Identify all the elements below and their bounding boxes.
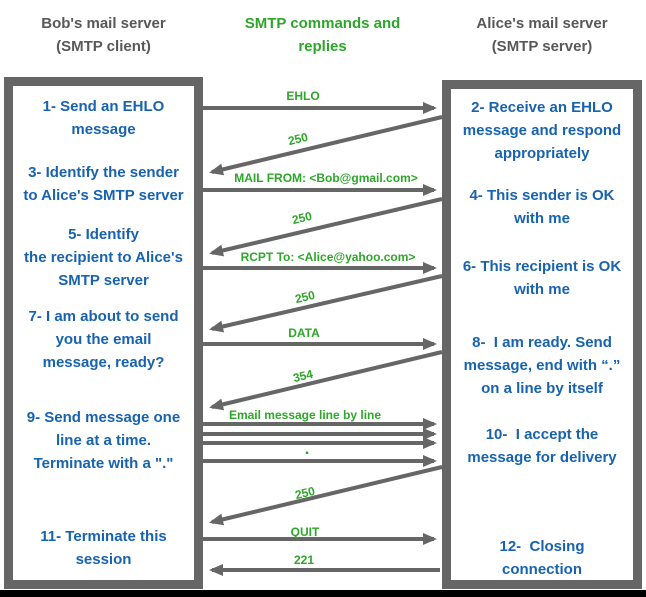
server-step-4: 4- This sender is OK with me: [469, 187, 615, 227]
server-step-12: 12- Closing connection: [499, 538, 585, 578]
label-reply-221: 221: [293, 553, 315, 567]
client-server-box: 1- Send an EHLO message 3- Identify the …: [4, 77, 203, 589]
label-rcpt-to: RCPT To: <Alice@yahoo.com>: [240, 250, 416, 264]
arrow-reply-250-3: [209, 274, 443, 333]
client-step-11: 11- Terminate this session: [40, 528, 167, 568]
client-step-5: 5- Identify the recipient to Alice's SMT…: [24, 226, 183, 289]
arrow-reply-250-4: [209, 465, 443, 526]
client-step-3: 3- Identify the sender to Alice's SMTP s…: [23, 164, 184, 204]
label-data: DATA: [288, 326, 320, 340]
server-step-2: 2- Receive an EHLO message and respond a…: [462, 99, 622, 162]
bottom-border-bar: [0, 590, 646, 597]
server-step-10: 10- I accept the message for delivery: [467, 426, 617, 466]
commands-column-header: SMTP commands and replies: [244, 15, 401, 55]
client-column-header: Bob's mail server (SMTP client): [41, 15, 166, 55]
client-step-1: 1- Send an EHLO message: [42, 98, 165, 138]
label-email-lines: Email message line by line: [228, 408, 382, 422]
server-step-8: 8- I am ready. Send message, end with “.…: [463, 334, 621, 397]
arrow-reply-250-2: [209, 197, 443, 257]
client-step-9: 9- Send message one line at a time. Term…: [26, 409, 181, 472]
server-column-header: Alice's mail server (SMTP server): [476, 15, 608, 55]
server-step-6: 6- This recipient is OK with me: [462, 258, 622, 298]
label-ehlo: EHLO: [286, 89, 320, 103]
server-server-box: 2- Receive an EHLO message and respond a…: [442, 80, 642, 589]
label-quit: QUIT: [290, 525, 320, 539]
arrow-reply-354: [209, 350, 443, 411]
arrow-reply-250-1: [209, 115, 443, 176]
client-step-7: 7- I am about to send you the email mess…: [28, 308, 179, 371]
label-mail-from: MAIL FROM: <Bob@gmail.com>: [234, 171, 418, 185]
dot-terminator-icon: ▪: [305, 448, 309, 459]
